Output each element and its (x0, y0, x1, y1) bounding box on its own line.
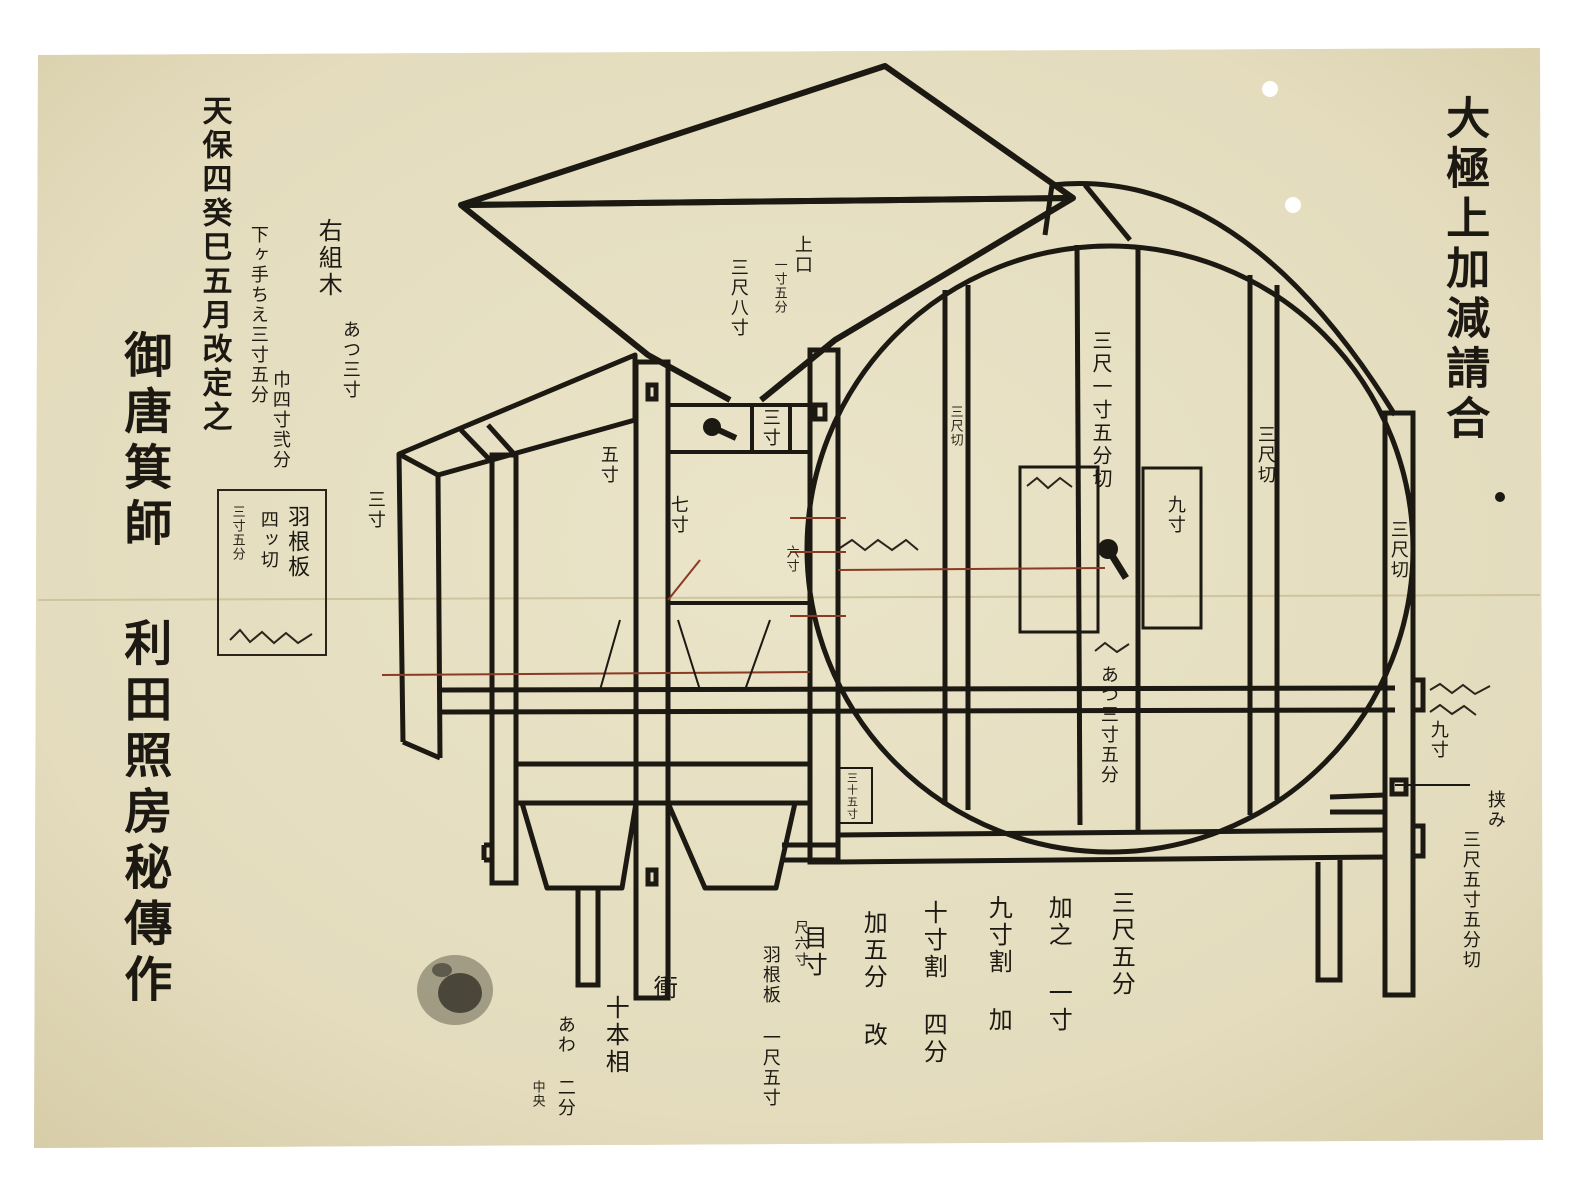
note-hopper-top: 上口 (791, 235, 813, 275)
spec-small-2: 羽根板 一尺五寸 (759, 945, 781, 1108)
legs (575, 860, 1343, 988)
label-right-tenon: 挟み (1484, 790, 1506, 830)
label-right-post: 三尺切 (1387, 520, 1409, 580)
right-post (1382, 410, 1426, 998)
note-assembly-sub2: 下ヶ手ちえ三寸五分 (247, 225, 269, 405)
spec-small-4: 十本相 (601, 995, 630, 1076)
binding-hole (1285, 197, 1301, 213)
label-drum-hub: 九寸 (1164, 495, 1186, 535)
label-drum-plank-right: 三尺切 (1254, 425, 1276, 485)
spec-line-5: 加五分 改 (859, 910, 888, 1049)
red-guides (381, 517, 1106, 676)
label-box (837, 767, 873, 824)
spec-small-5: あわ 二分 (554, 1015, 576, 1118)
document-author: 御唐箕師 利田照房秘傳作 (115, 330, 172, 1010)
dimension-marks (229, 476, 1491, 716)
label-drum-plank-left: 三尺切 (947, 405, 963, 447)
paper-fold (37, 594, 1541, 601)
spec-line-1: 三尺五分 (1107, 890, 1136, 998)
binding-hole (1262, 81, 1278, 97)
note-hopper-side: 五寸 (597, 445, 619, 485)
crank-handle (710, 424, 738, 441)
axle-handle (1105, 547, 1129, 580)
spec-line-4: 十寸割 四分 (919, 900, 948, 1066)
note-assembly: 右組木 (314, 218, 343, 299)
fan-drum (804, 181, 1416, 855)
label-right-length: 三尺五寸五分切 (1459, 830, 1481, 970)
spec-line-3: 九寸割 加 (984, 895, 1013, 1034)
label-seven-sun: 七寸 (667, 495, 689, 535)
drum-planks (942, 244, 1280, 830)
note-assembly-sub3: 巾四寸弐分 (269, 370, 291, 470)
label-three-sun: 三寸 (759, 408, 781, 448)
spec-small-1: 尺六寸 (792, 920, 809, 968)
ink-dot (1495, 492, 1505, 502)
spec-line-6: 目寸 (799, 925, 828, 979)
ink-blot (417, 955, 493, 1025)
base-rail (481, 842, 838, 863)
note-vane-board: 羽根板 (284, 505, 310, 580)
label-six-sun: 六寸 (783, 545, 799, 573)
note-vane-count: 四ッ切 (257, 510, 279, 570)
label-right-nine: 九寸 (1427, 720, 1449, 760)
label-drum-thickness: あつ三寸五分 (1097, 665, 1119, 785)
note-hopper-top-sub: 一寸五分 (771, 258, 787, 314)
note-vane-size: 三寸五分 (229, 505, 245, 561)
fan-hub (1018, 465, 1203, 634)
inner-guides (599, 619, 1470, 786)
boxed-note-frame (217, 489, 327, 656)
label-drum-center: 三尺一寸五分切 (1089, 330, 1113, 491)
hopper (458, 63, 1076, 403)
spec-small-6: 中央 (529, 1080, 545, 1108)
note-assembly-sub4: 三寸 (364, 490, 386, 530)
document-title: 大極上加減請合 (1438, 95, 1490, 445)
spec-small-3: 衝 (649, 975, 678, 1002)
fan-chamber (668, 403, 810, 605)
note-assembly-sub1: あつ三寸 (339, 320, 361, 400)
document-date: 天保四癸巳五月改定之 (196, 95, 232, 435)
note-hopper-size: 三尺八寸 (727, 258, 749, 338)
spec-line-2: 加之 一寸 (1044, 895, 1073, 1034)
label-box-text: 三十五寸 (845, 772, 859, 820)
